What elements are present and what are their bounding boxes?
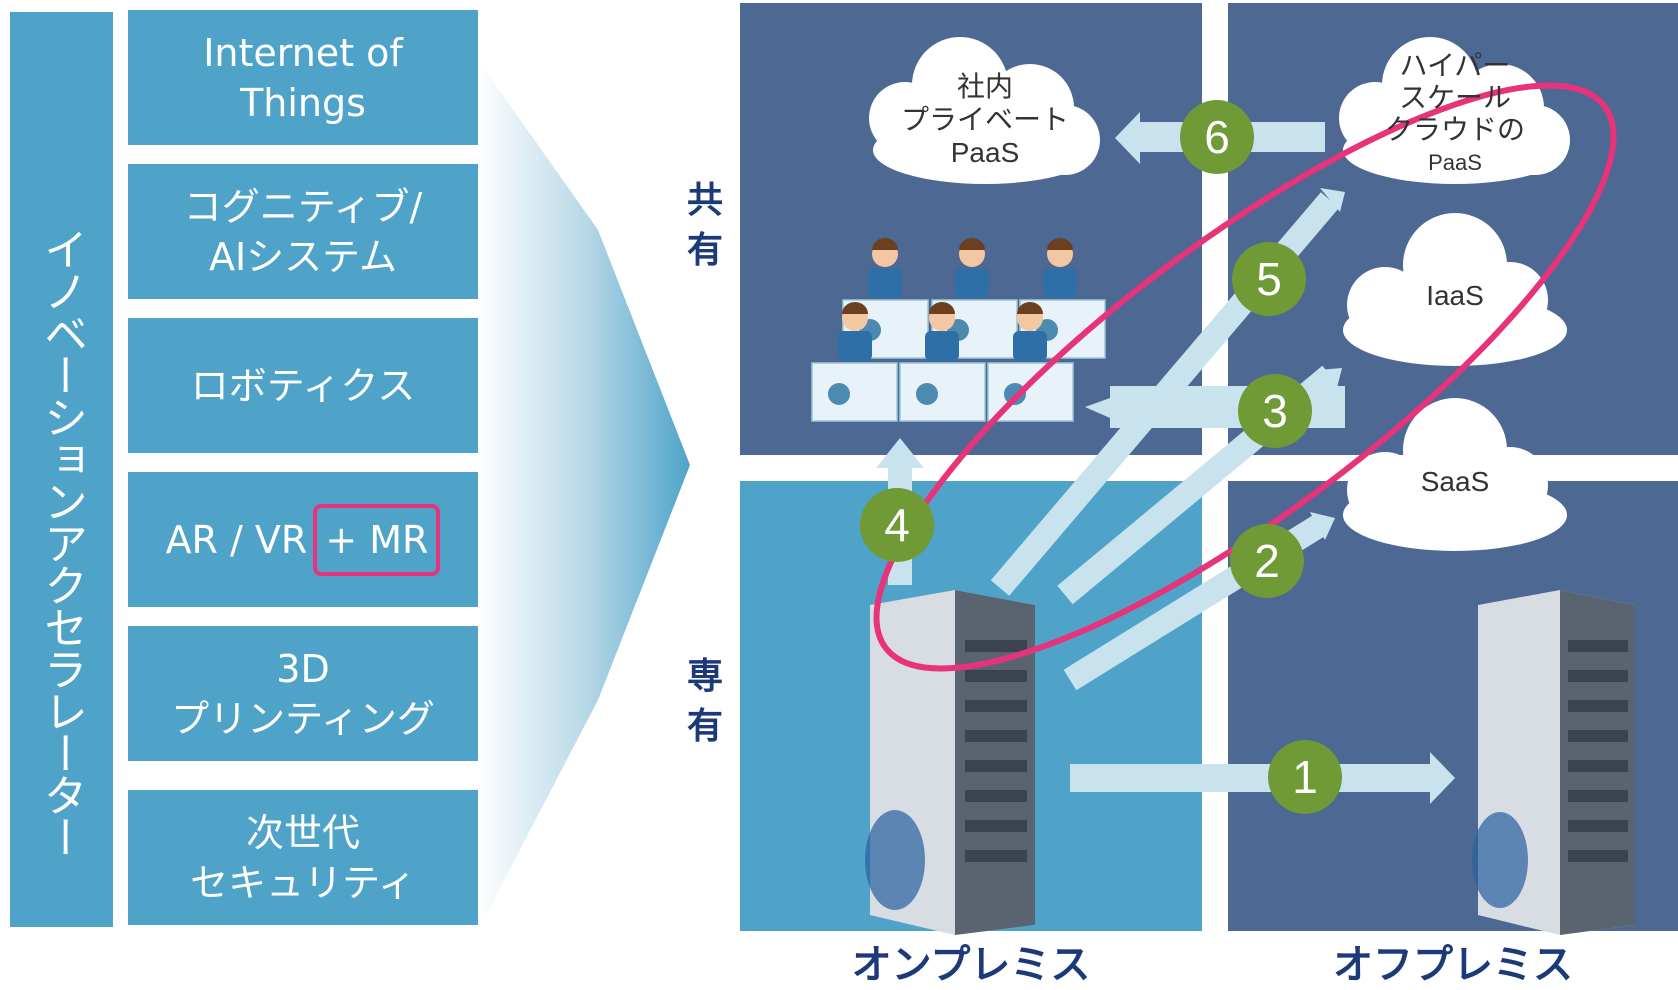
badge-4: 4 bbox=[860, 488, 934, 562]
vertical-title: イノベーションアクセラレーター bbox=[36, 227, 87, 857]
cloud-iaas bbox=[1343, 213, 1567, 366]
cloud-private-paas bbox=[869, 37, 1100, 184]
badge-2: 2 bbox=[1230, 524, 1304, 598]
highlight-ellipse bbox=[873, 82, 1617, 672]
tile-cognitive-ai: コグニティブ/ AIシステム bbox=[128, 164, 478, 299]
tile-iot-label: Internet of Things bbox=[203, 30, 403, 125]
tile-mr-highlight: + MR bbox=[313, 503, 441, 576]
badge-3: 3 bbox=[1238, 374, 1312, 448]
tile-robotics-label: ロボティクス bbox=[190, 363, 416, 408]
tile-3d-printing-label: 3D プリンティング bbox=[171, 646, 435, 741]
tile-next-gen-security-label: 次世代 セキュリティ bbox=[190, 810, 416, 905]
badge-1: 1 bbox=[1268, 740, 1342, 814]
tile-3d-printing: 3D プリンティング bbox=[128, 626, 478, 761]
axis-off-premises-label: オフプレミス bbox=[1333, 942, 1573, 988]
axis-dedicated-label: 専 有 bbox=[686, 656, 723, 747]
axis-on-premises-label: オンプレミス bbox=[851, 942, 1091, 988]
tile-cognitive-ai-label: コグニティブ/ AIシステム bbox=[183, 184, 423, 279]
server-offprem bbox=[1472, 590, 1635, 935]
tile-ar-vr-mr: AR / VR + MR bbox=[128, 472, 478, 607]
server-onprem bbox=[865, 590, 1035, 935]
vertical-title-bar: イノベーションアクセラレーター bbox=[10, 12, 113, 927]
tile-iot: Internet of Things bbox=[128, 10, 478, 145]
cloud-iaas-label: IaaS bbox=[1426, 280, 1484, 311]
funnel-arrow bbox=[478, 60, 690, 930]
axis-shared-label: 共 有 bbox=[686, 180, 723, 271]
tile-ar-vr-label: AR / VR bbox=[165, 517, 308, 562]
developer-workstations bbox=[811, 238, 1106, 422]
cloud-private-paas-label: 社内 プライベート PaaS bbox=[900, 71, 1069, 168]
badge-6: 6 bbox=[1180, 100, 1254, 174]
tile-robotics: ロボティクス bbox=[128, 318, 478, 453]
cloud-saas bbox=[1343, 398, 1567, 551]
tile-next-gen-security: 次世代 セキュリティ bbox=[128, 790, 478, 925]
arrowheads bbox=[1310, 188, 1345, 540]
badge-5: 5 bbox=[1232, 242, 1306, 316]
arrow-1 bbox=[1070, 752, 1455, 804]
cloud-hyperscale-paas-sublabel: PaaS bbox=[1428, 150, 1482, 175]
cloud-saas-label: SaaS bbox=[1420, 466, 1490, 497]
cloud-hyperscale-paas-label: ハイパー スケール クラウドの bbox=[1384, 50, 1525, 145]
